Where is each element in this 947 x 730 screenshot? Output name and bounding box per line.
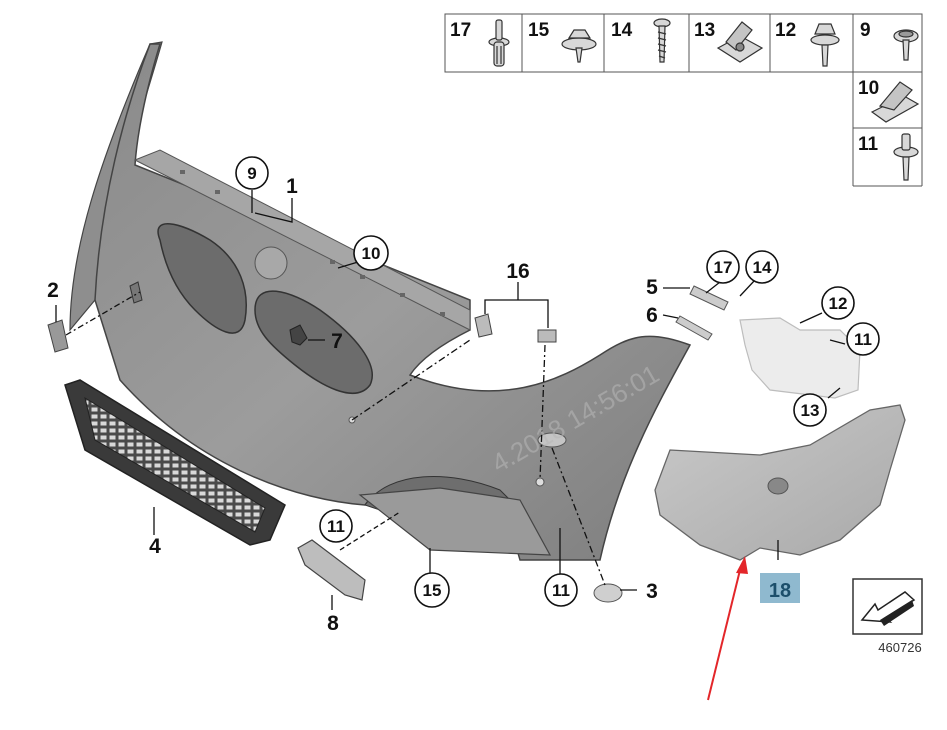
callout-10: 10: [353, 235, 389, 271]
bracket-2: [47, 281, 143, 353]
callout-11c-label: 11: [854, 330, 872, 349]
table-label-10: 10: [858, 78, 879, 99]
callout-5: 5: [646, 276, 658, 299]
callout-12: 12: [821, 286, 855, 320]
spring-clip-icon: [870, 81, 920, 123]
washer-screw-icon: [893, 29, 919, 61]
callout-2: 2: [47, 279, 59, 302]
kidney-opening-left: [157, 223, 247, 334]
callout-14: 14: [745, 250, 779, 284]
table-label-9: 9: [860, 20, 871, 41]
callout-6: 6: [646, 304, 658, 327]
table-label-12: 12: [775, 20, 796, 41]
lower-grille: [64, 379, 286, 546]
callout-10-label: 10: [362, 244, 381, 263]
hex-bolt-icon: [810, 23, 840, 67]
callout-1: 1: [286, 175, 298, 198]
washer-cover-3: [593, 583, 623, 603]
fastener-table-labels: 17 15 14 13 12 9 10 11: [450, 20, 879, 155]
callout-11c: 11: [846, 322, 880, 356]
table-label-15: 15: [528, 20, 550, 41]
callout-13-label: 13: [801, 401, 820, 420]
spoiler-lip: [358, 487, 552, 556]
callout-4: 4: [149, 535, 161, 558]
callout-11a-label: 11: [327, 517, 345, 536]
callout-13: 13: [793, 393, 827, 427]
fastener-table: [444, 13, 923, 187]
fastener-icons: [488, 18, 920, 181]
callout-15: 15: [414, 572, 450, 608]
callout-17-label: 17: [714, 258, 733, 277]
table-label-14: 14: [611, 20, 633, 41]
table-label-17: 17: [450, 20, 471, 41]
callout-17: 17: [706, 250, 740, 284]
callout-11b: 11: [544, 573, 578, 607]
callout-12-label: 12: [829, 294, 848, 313]
callout-18: 18: [769, 580, 791, 602]
clips-16: [474, 313, 557, 343]
callout-18-highlight: 18: [760, 573, 800, 603]
leader-lines: [55, 190, 846, 610]
clip-nut-icon: [716, 21, 764, 63]
emblem-recess: [254, 246, 288, 280]
callout-11b-label: 11: [552, 581, 570, 600]
table-label-11: 11: [858, 134, 879, 155]
callouts: 9 10 11 15 11 17 14 12: [47, 156, 880, 635]
screw-icon: [653, 18, 671, 63]
callout-8: 8: [327, 612, 339, 635]
bracket-8: [297, 539, 366, 601]
body-screw-icon: [893, 133, 919, 181]
rivet-icon: [488, 19, 510, 67]
callout-9: 9: [235, 156, 269, 190]
callout-3: 3: [646, 580, 658, 603]
parts-5-6: [675, 285, 729, 341]
table-label-13: 13: [694, 20, 715, 41]
carrier-bracket: [739, 317, 861, 399]
callout-9-label: 9: [247, 164, 256, 183]
diagram-code: 460726: [878, 640, 921, 655]
flange-nut-icon: [561, 29, 597, 63]
annotation-arrow: [707, 556, 748, 701]
orientation-icon: [852, 578, 923, 635]
callout-7: 7: [331, 330, 343, 353]
callout-14-label: 14: [753, 258, 772, 277]
clip-7: [289, 324, 308, 346]
callout-16: 16: [506, 260, 529, 283]
kidney-opening-right: [254, 290, 373, 395]
callout-15-label: 15: [423, 581, 442, 600]
callout-11a: 11: [319, 509, 353, 543]
